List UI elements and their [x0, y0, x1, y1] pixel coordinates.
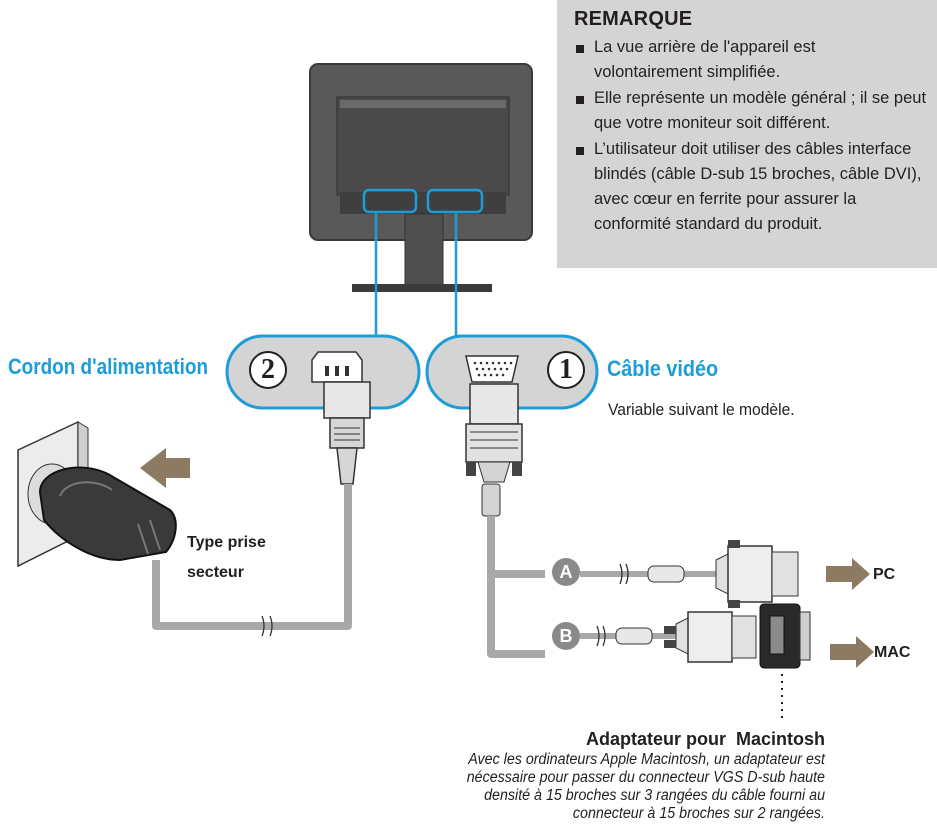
bullet-icon: [576, 147, 584, 155]
vga-connector-icon: [465, 383, 523, 517]
mac-connector-icon: [664, 611, 757, 663]
pc-connector-icon: [715, 540, 799, 608]
bullet-icon: [576, 96, 584, 104]
note-box: REMARQUE La vue arrière de l'appareil es…: [557, 0, 937, 268]
ferrite-core-a-icon: [647, 565, 685, 583]
wall-plug-icon: [38, 466, 177, 562]
callout-number-1: 1: [547, 351, 585, 389]
pc-arrow-icon: [826, 558, 870, 590]
cable-break-icon: [261, 615, 273, 637]
power-cable: [152, 484, 352, 630]
bullet-icon: [576, 45, 584, 53]
adapter-title: Adaptateur pour Macintosh: [585, 729, 825, 749]
video-cable-sublabel: Variable suivant le modèle.: [608, 400, 795, 419]
video-cable-label: Câble vidéo: [607, 356, 719, 381]
power-cord-label: Cordon d'alimentation: [8, 354, 209, 379]
plug-type-label: Type prise secteur: [187, 534, 266, 581]
cable-b-badge: B: [552, 622, 580, 650]
power-plug-icon: [323, 381, 371, 485]
ferrite-core-b-icon: [615, 627, 653, 645]
mac-arrow-icon: [830, 636, 874, 668]
note-item: L’utilisateur doit utiliser des câbles i…: [574, 137, 927, 237]
power-socket-icon: [311, 351, 363, 383]
adapter-description: Avec les ordinateurs Apple Macintosh, un…: [466, 751, 825, 822]
pc-label: PC: [873, 566, 896, 583]
cable-b-break-icon: [596, 625, 606, 647]
vga-port-icon: [465, 355, 519, 383]
note-item: La vue arrière de l'appareil est volonta…: [574, 35, 927, 85]
power-port-outline: [362, 188, 418, 214]
mac-label: MAC: [874, 644, 911, 661]
callout-number-2: 2: [249, 351, 287, 389]
note-list: La vue arrière de l'appareil est volonta…: [574, 35, 927, 237]
plug-in-arrow-icon: [140, 448, 190, 488]
cable-a-badge: A: [552, 558, 580, 586]
cable-a-break-icon: [619, 563, 629, 585]
mac-adapter-icon: [759, 603, 811, 669]
monitor-back: [309, 63, 533, 292]
note-title: REMARQUE: [574, 8, 693, 30]
note-item: Elle représente un modèle général ; il s…: [574, 86, 927, 136]
video-cable: [487, 516, 545, 658]
